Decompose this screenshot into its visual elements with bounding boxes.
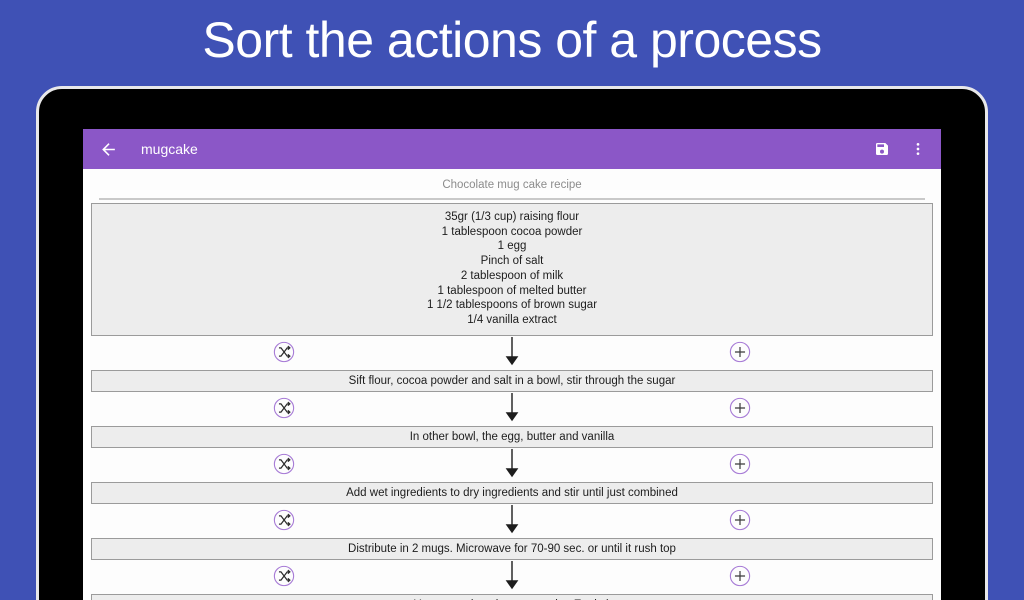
step-text: Sift flour, cocoa powder and salt in a b…	[348, 374, 676, 387]
add-step-button[interactable]	[729, 453, 751, 475]
tablet-device-frame: mugcake Chocolate mug cake reci	[36, 86, 988, 600]
shuffle-button[interactable]	[273, 453, 295, 475]
ingredients-box[interactable]: 35gr (1/3 cup) raising flour 1 tablespoo…	[91, 203, 933, 336]
shuffle-button[interactable]	[273, 341, 295, 363]
plus-circle-icon	[729, 509, 751, 530]
more-vertical-icon	[916, 143, 920, 155]
title-divider	[99, 198, 925, 200]
ingredient-line: 1 1/2 tablespoons of brown sugar	[426, 299, 598, 312]
process-content: Chocolate mug cake recipe 35gr (1/3 cup)…	[83, 169, 941, 600]
step-text: In other bowl, the egg, butter and vanil…	[409, 430, 615, 443]
shuffle-icon	[273, 453, 295, 474]
ingredient-line: Pinch of salt	[480, 255, 544, 268]
ingredient-line: 1 tablespoon of melted butter	[437, 284, 587, 297]
arrow-down-icon	[505, 336, 519, 365]
add-step-button[interactable]	[729, 341, 751, 363]
shuffle-icon	[273, 509, 295, 530]
step-row[interactable]: Sift flour, cocoa powder and salt in a b…	[91, 369, 933, 392]
toolbar-actions	[871, 138, 929, 160]
plus-circle-icon	[729, 341, 751, 362]
overflow-menu-button[interactable]	[907, 138, 929, 160]
step-text: Add wet ingredients to dry ingredients a…	[346, 486, 678, 499]
step-connector	[91, 448, 933, 482]
save-button[interactable]	[871, 138, 893, 160]
plus-circle-icon	[729, 453, 751, 474]
shuffle-icon	[273, 565, 295, 586]
step-text: You got a chocolate mug cake. Eat it :)	[414, 599, 610, 600]
promo-headline: Sort the actions of a process	[202, 12, 822, 68]
arrow-down-icon	[505, 392, 519, 421]
step-text: Distribute in 2 mugs. Microwave for 70-9…	[348, 542, 676, 555]
step-row[interactable]: In other bowl, the egg, butter and vanil…	[91, 425, 933, 448]
step-connector	[91, 336, 933, 370]
arrow-down-icon	[505, 504, 519, 533]
shuffle-icon	[273, 341, 295, 362]
plus-circle-icon	[729, 397, 751, 418]
shuffle-button[interactable]	[273, 565, 295, 587]
step-connector	[91, 560, 933, 594]
ingredient-line: 1/4 vanilla extract	[467, 313, 557, 326]
app-toolbar: mugcake	[83, 129, 941, 169]
step-connector	[91, 392, 933, 426]
ingredient-line: 2 tablespoon of milk	[460, 269, 564, 282]
ingredient-line: 1 tablespoon cocoa powder	[441, 225, 583, 238]
shuffle-button[interactable]	[273, 509, 295, 531]
arrow-down-icon	[505, 560, 519, 589]
process-title: Chocolate mug cake recipe	[442, 179, 582, 191]
ingredient-line: 35gr (1/3 cup) raising flour	[444, 211, 580, 223]
plus-circle-icon	[729, 565, 751, 586]
step-row[interactable]: Distribute in 2 mugs. Microwave for 70-9…	[91, 537, 933, 560]
step-connector	[91, 504, 933, 538]
arrow-down-icon	[505, 448, 519, 477]
add-step-button[interactable]	[729, 565, 751, 587]
save-floppy-icon	[876, 143, 888, 155]
arrow-left-icon	[101, 142, 115, 156]
shuffle-button[interactable]	[273, 397, 295, 419]
add-step-button[interactable]	[729, 397, 751, 419]
app-title: mugcake	[141, 141, 198, 157]
add-step-button[interactable]	[729, 509, 751, 531]
step-row[interactable]: Add wet ingredients to dry ingredients a…	[91, 481, 933, 504]
back-button[interactable]	[95, 136, 121, 162]
shuffle-icon	[273, 397, 295, 418]
device-screen: mugcake Chocolate mug cake reci	[83, 129, 941, 600]
step-row[interactable]: You got a chocolate mug cake. Eat it :)	[91, 593, 933, 600]
ingredient-line: 1 egg	[497, 240, 527, 253]
